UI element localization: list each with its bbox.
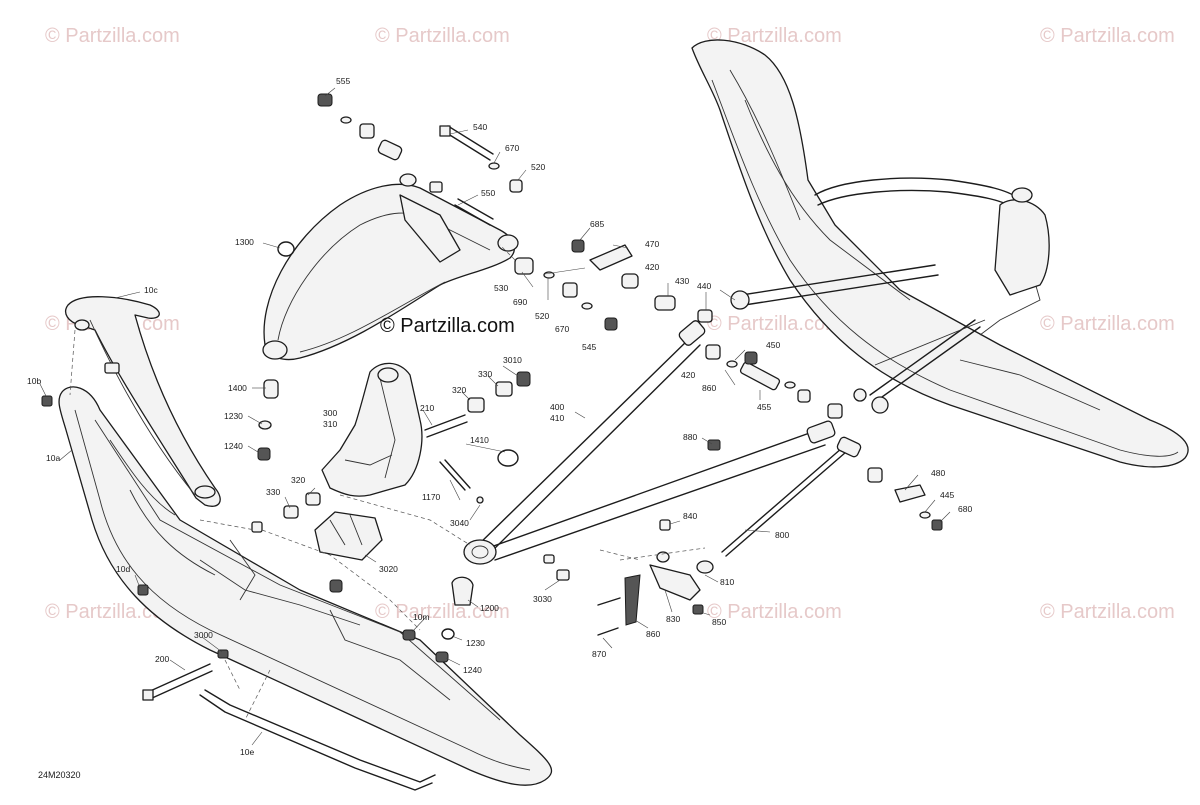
watermark-text: © Partzilla.com [1040, 313, 1175, 335]
diagram-code: 24M20320 [38, 770, 81, 780]
part-label[interactable]: 1230 [224, 411, 243, 421]
part-label[interactable]: 210 [420, 403, 434, 413]
part-label[interactable]: 410 [550, 413, 564, 423]
part-label[interactable]: 330 [266, 487, 280, 497]
part-labels: 555 540 670 520 550 1300 685 470 420 430… [27, 76, 972, 757]
part-label[interactable]: 430 [675, 276, 689, 286]
watermark-text: © Partzilla.com [375, 25, 510, 47]
part-label[interactable]: 810 [720, 577, 734, 587]
part-label[interactable]: 860 [646, 629, 660, 639]
part-label[interactable]: 420 [681, 370, 695, 380]
part-label[interactable]: 1170 [422, 492, 441, 502]
part-label[interactable]: 445 [940, 490, 954, 500]
part-label[interactable]: 550 [481, 188, 495, 198]
part-label[interactable]: 520 [535, 311, 549, 321]
right-ski [691, 39, 1189, 468]
left-ski [58, 296, 553, 786]
part-label[interactable]: 400 [550, 402, 564, 412]
part-label[interactable]: 690 [513, 297, 527, 307]
part-label[interactable]: 310 [323, 419, 337, 429]
part-label[interactable]: 670 [505, 143, 519, 153]
part-label[interactable]: 3030 [533, 594, 552, 604]
watermark-text: © Partzilla.com [707, 25, 842, 47]
part-label[interactable]: 200 [155, 654, 169, 664]
watermark-text: © Partzilla.com [707, 313, 842, 335]
part-label[interactable]: 320 [291, 475, 305, 485]
part-label[interactable]: 860 [702, 383, 716, 393]
part-label[interactable]: 1200 [480, 603, 499, 613]
part-label[interactable]: 840 [683, 511, 697, 521]
left-ski-runner [199, 689, 436, 791]
part-label[interactable]: 10b [27, 376, 41, 386]
part-label[interactable]: 545 [582, 342, 596, 352]
center-watermark: © Partzilla.com [380, 315, 515, 337]
tie-rod [696, 447, 847, 574]
part-label[interactable]: 1230 [466, 638, 485, 648]
part-label[interactable]: 1410 [470, 435, 489, 445]
part-label[interactable]: 3000 [194, 630, 213, 640]
part-label[interactable]: 420 [645, 262, 659, 272]
part-label[interactable]: 330 [478, 369, 492, 379]
part-label[interactable]: 455 [757, 402, 771, 412]
part-label[interactable]: 10c [144, 285, 158, 295]
part-label[interactable]: 3040 [450, 518, 469, 528]
part-label[interactable]: 870 [592, 649, 606, 659]
part-label[interactable]: 3010 [503, 355, 522, 365]
steering-arm [624, 551, 701, 626]
watermark-text: © Partzilla.com [1040, 601, 1175, 623]
part-label[interactable]: 1240 [463, 665, 482, 675]
part-label[interactable]: 1400 [228, 383, 247, 393]
part-label[interactable]: 450 [766, 340, 780, 350]
part-label[interactable]: 880 [683, 432, 697, 442]
part-label[interactable]: 685 [590, 219, 604, 229]
part-label[interactable]: 670 [555, 324, 569, 334]
part-label[interactable]: 850 [712, 617, 726, 627]
part-label[interactable]: 1240 [224, 441, 243, 451]
hardware [41, 93, 943, 701]
watermark-text: © Partzilla.com [707, 601, 842, 623]
part-label[interactable]: 470 [645, 239, 659, 249]
watermark-text: © Partzilla.com [1040, 25, 1175, 47]
part-label[interactable]: 10d [116, 564, 130, 574]
lower-a-arm [463, 320, 836, 565]
part-label[interactable]: 10a [46, 453, 60, 463]
part-label[interactable]: 320 [452, 385, 466, 395]
part-label[interactable]: 520 [531, 162, 545, 172]
part-label[interactable]: 555 [336, 76, 350, 86]
leader-lines [39, 87, 951, 746]
part-label[interactable]: 1300 [235, 237, 254, 247]
part-label[interactable]: 540 [473, 122, 487, 132]
part-label[interactable]: 3020 [379, 564, 398, 574]
part-label[interactable]: 300 [323, 408, 337, 418]
part-label[interactable]: 800 [775, 530, 789, 540]
upper-a-arm [262, 173, 519, 361]
part-label[interactable]: 530 [494, 283, 508, 293]
part-label[interactable]: 680 [958, 504, 972, 514]
part-label[interactable]: 10m [413, 612, 430, 622]
spindle-bracket [321, 362, 423, 497]
part-label[interactable]: 830 [666, 614, 680, 624]
part-label[interactable]: 10e [240, 747, 254, 757]
watermark-text: © Partzilla.com [375, 601, 510, 623]
alignment-lines [69, 244, 706, 721]
part-label[interactable]: 440 [697, 281, 711, 291]
part-label[interactable]: 480 [931, 468, 945, 478]
watermark-text: © Partzilla.com [45, 25, 180, 47]
wear-block [314, 511, 383, 561]
upper-radius-rod [730, 264, 986, 414]
